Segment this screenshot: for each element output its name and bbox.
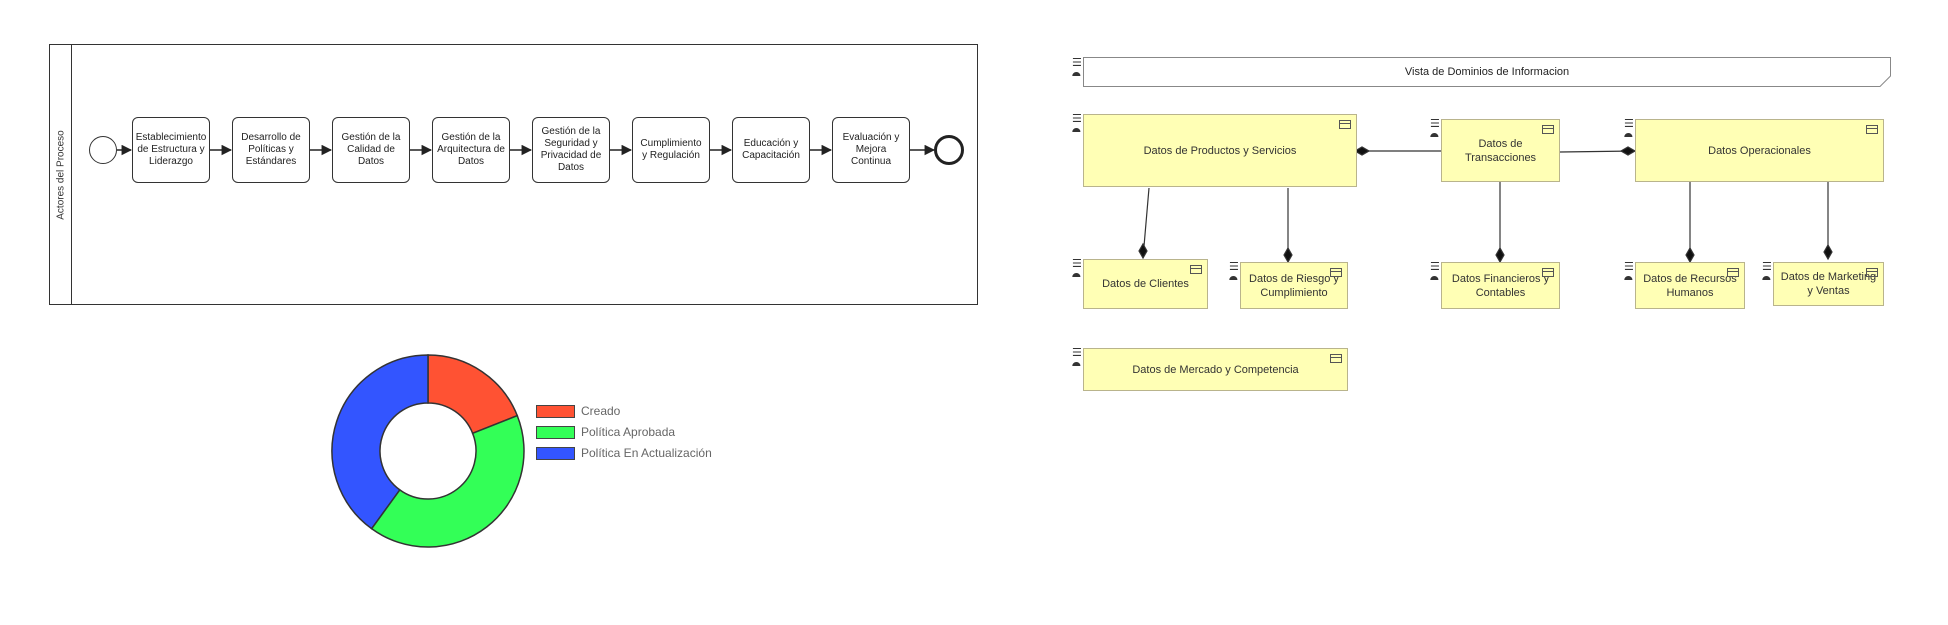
task-label: Cumplimiento y Regulación [640, 138, 702, 161]
object-datos-recursos-humanos[interactable]: Datos de Recursos Humanos [1635, 262, 1745, 309]
task-politicas-estandares[interactable]: Desarrollo de Políticas y Estándares [232, 117, 310, 183]
element-adornments: ☰⯊ [1072, 114, 1084, 142]
object-label: Datos de Clientes [1102, 278, 1189, 290]
element-adornments: ☰⯊ [1072, 259, 1084, 287]
object-datos-mercado-competencia[interactable]: Datos de Mercado y Competencia [1083, 348, 1348, 391]
object-label: Datos Financieros y Contables [1451, 272, 1550, 299]
hierarchy-icon: ⯊ [1430, 132, 1439, 144]
process-pool[interactable]: Actores del Proceso [49, 44, 978, 305]
composition-diamond [1685, 246, 1695, 264]
legend-label: Creado [581, 404, 621, 418]
object-label: Datos de Mercado y Competencia [1132, 363, 1299, 376]
task-label: Evaluación y Mejora Continua [842, 132, 900, 167]
composition-diamond [1495, 246, 1505, 264]
task-calidad-datos[interactable]: Gestión de la Calidad de Datos [332, 117, 410, 183]
start-event[interactable] [89, 136, 117, 164]
menu-icon: ☰ [1430, 261, 1440, 273]
menu-icon: ☰ [1762, 261, 1772, 273]
hierarchy-icon: ⯊ [1072, 272, 1081, 284]
task-label: Gestión de la Calidad de Datos [341, 132, 401, 167]
menu-icon: ☰ [1072, 258, 1082, 270]
legend-swatch [536, 447, 575, 460]
data-object-icon [1542, 125, 1554, 134]
composition-diamond [1353, 146, 1371, 156]
donut-slice-pol-tica-en-actualizaci-n[interactable] [331, 354, 429, 530]
task-arquitectura-datos[interactable]: Gestión de la Arquitectura de Datos [432, 117, 510, 183]
object-datos-marketing-ventas[interactable]: Datos de Marketing y Ventas [1773, 262, 1884, 306]
composition-diamond [1138, 242, 1148, 260]
composition-diamond [1283, 246, 1293, 264]
hierarchy-icon: ⯊ [1762, 275, 1771, 287]
element-adornments: ☰⯊ [1762, 262, 1774, 290]
task-label: Desarrollo de Políticas y Estándares [241, 132, 301, 167]
hierarchy-icon: ⯊ [1229, 275, 1238, 287]
legend-swatch [536, 405, 575, 418]
object-datos-riesgo-cumplimiento[interactable]: Datos de Riesgo y Cumplimiento [1240, 262, 1348, 309]
relation-line [1559, 150, 1636, 153]
view-title-box[interactable]: Vista de Dominios de Informacion [1083, 57, 1891, 87]
relation-line [1142, 187, 1150, 259]
data-object-icon [1866, 125, 1878, 134]
element-adornments: ☰⯊ [1624, 119, 1636, 147]
element-adornments: ☰⯊ [1624, 262, 1636, 290]
data-object-icon [1727, 268, 1739, 277]
object-label: Datos de Recursos Humanos [1643, 272, 1737, 299]
object-datos-transacciones[interactable]: Datos de Transacciones [1441, 119, 1560, 182]
data-object-icon [1339, 120, 1351, 129]
lane-label: Actores del Proceso [55, 129, 67, 220]
task-label: Educación y Capacitación [742, 138, 800, 161]
data-object-icon [1330, 354, 1342, 363]
object-datos-operacionales[interactable]: Datos Operacionales [1635, 119, 1884, 182]
hierarchy-icon: ⯊ [1624, 132, 1633, 144]
task-cumplimiento-regulacion[interactable]: Cumplimiento y Regulación [632, 117, 710, 183]
menu-icon: ☰ [1072, 347, 1082, 359]
object-label: Datos de Riesgo y Cumplimiento [1249, 272, 1339, 299]
data-object-icon [1866, 268, 1878, 277]
hierarchy-icon: ⯊ [1430, 275, 1439, 287]
legend-label: Política En Actualización [581, 446, 712, 460]
composition-diamond [1619, 146, 1637, 156]
task-evaluacion-mejora[interactable]: Evaluación y Mejora Continua [832, 117, 910, 183]
data-object-icon [1542, 268, 1554, 277]
menu-icon: ☰ [1229, 261, 1239, 273]
task-estructura-liderazgo[interactable]: Establecimiento de Estructura y Liderazg… [132, 117, 210, 183]
object-datos-productos-servicios[interactable]: Datos de Productos y Servicios [1083, 114, 1357, 187]
task-label: Gestión de la Seguridad y Privacidad de … [540, 126, 602, 173]
view-title: Vista de Dominios de Informacion [1404, 66, 1570, 78]
legend-label: Política Aprobada [581, 425, 676, 439]
legend-swatch [536, 426, 575, 439]
lane-header: Actores del Proceso [50, 45, 72, 304]
object-datos-financieros-contables[interactable]: Datos Financieros y Contables [1441, 262, 1560, 309]
view-title-shape [1083, 57, 1891, 87]
end-event[interactable] [934, 135, 964, 165]
donut-slice-creado[interactable] [427, 354, 519, 435]
element-adornments: ☰⯊ [1072, 348, 1084, 376]
task-label: Establecimiento de Estructura y Liderazg… [135, 132, 207, 167]
hierarchy-icon: ⯊ [1624, 275, 1633, 287]
task-label: Gestión de la Arquitectura de Datos [437, 132, 505, 167]
menu-icon: ☰ [1624, 118, 1634, 130]
element-adornments: ☰⯊ [1430, 119, 1442, 147]
menu-icon: ☰ [1072, 57, 1082, 69]
object-label: Datos de Transacciones [1464, 137, 1537, 164]
data-object-icon [1330, 268, 1342, 277]
object-label: Datos de Productos y Servicios [1143, 144, 1297, 157]
element-adornments: ☰⯊ [1229, 262, 1241, 290]
menu-icon: ☰ [1072, 113, 1082, 125]
donut-slice-pol-tica-aprobada[interactable] [370, 414, 525, 548]
object-label: Datos Operacionales [1708, 144, 1811, 157]
composition-diamond [1823, 243, 1833, 261]
hierarchy-icon: ⯊ [1072, 71, 1081, 83]
data-object-icon [1190, 265, 1202, 274]
element-adornments: ☰⯊ [1430, 262, 1442, 290]
hierarchy-icon: ⯊ [1072, 127, 1081, 139]
menu-icon: ☰ [1430, 118, 1440, 130]
object-datos-clientes[interactable]: Datos de Clientes [1083, 259, 1208, 309]
menu-icon: ☰ [1624, 261, 1634, 273]
element-adornments: ☰ ⯊ [1072, 58, 1084, 86]
hierarchy-icon: ⯊ [1072, 361, 1081, 373]
object-label: Datos de Marketing y Ventas [1780, 271, 1877, 297]
task-educacion-capacitacion[interactable]: Educación y Capacitación [732, 117, 810, 183]
task-seguridad-privacidad[interactable]: Gestión de la Seguridad y Privacidad de … [532, 117, 610, 183]
